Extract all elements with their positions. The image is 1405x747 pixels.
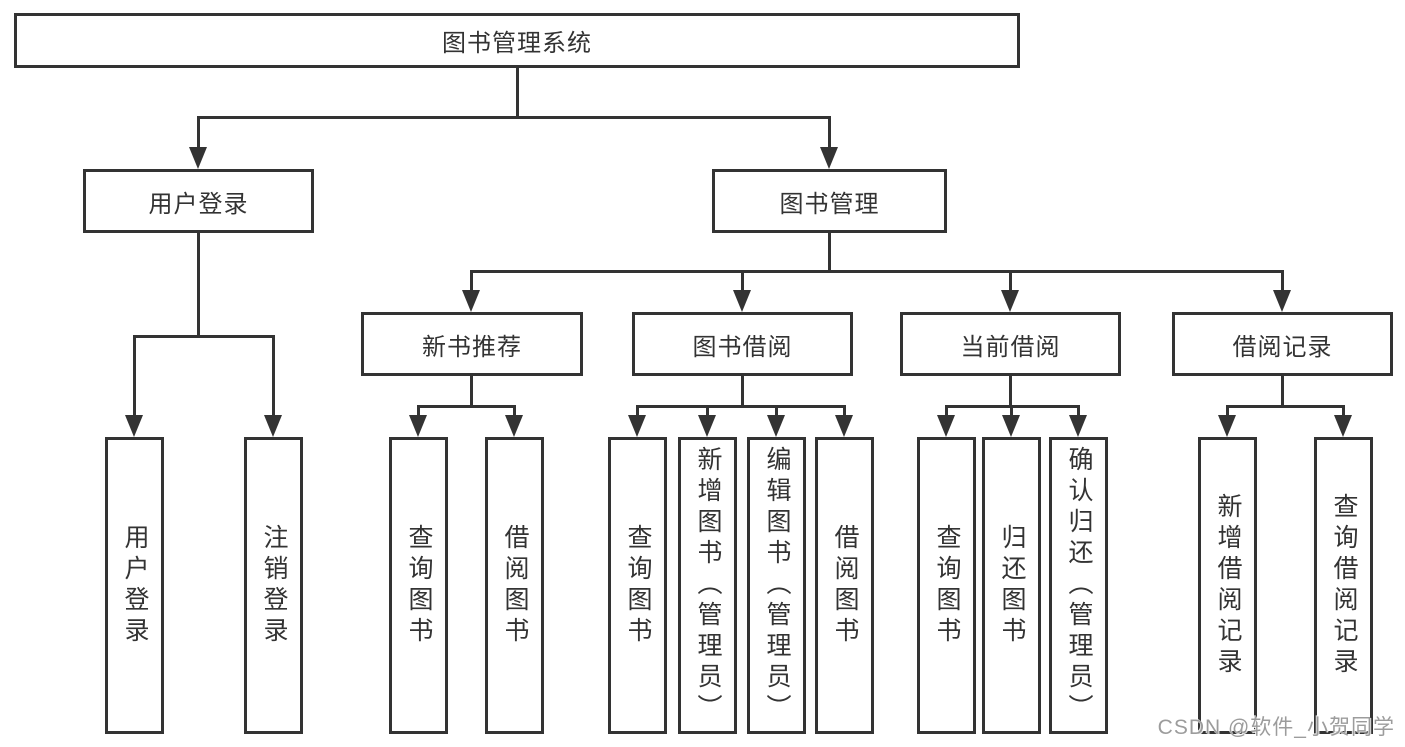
connector-line [197, 116, 831, 119]
arrow-down-icon [628, 415, 646, 437]
leaf-label: 归还图书 [998, 523, 1026, 648]
connector-line [417, 405, 516, 408]
node-current-borrow: 当前借阅 [900, 312, 1121, 376]
node-label: 用户登录 [148, 190, 249, 218]
arrow-down-icon [698, 415, 716, 437]
connector-line [741, 376, 744, 407]
connector-line [1281, 376, 1284, 407]
connector-line [272, 335, 275, 417]
connector-line [775, 405, 778, 417]
arrow-down-icon [835, 415, 853, 437]
leaf-label: 借阅图书 [831, 523, 859, 648]
arrow-down-icon [189, 147, 207, 169]
connector-line [470, 376, 473, 407]
connector-line [636, 405, 639, 417]
arrow-down-icon [1273, 290, 1291, 312]
leaf-label: 查询图书 [624, 523, 652, 648]
leaf-user-login: 用户登录 [105, 437, 164, 734]
node-borrow-records: 借阅记录 [1172, 312, 1393, 376]
arrow-down-icon [1334, 415, 1352, 437]
connector-line [197, 233, 200, 337]
connector-line [843, 405, 846, 417]
connector-line [1009, 376, 1012, 407]
leaf-return-books: 归还图书 [982, 437, 1041, 734]
leaf-label: 用户登录 [121, 523, 149, 648]
connector-line [828, 233, 831, 273]
node-label: 图书管理 [779, 190, 880, 218]
connector-line [417, 405, 420, 417]
leaf-label: 查询图书 [933, 523, 961, 648]
node-label: 图书借阅 [692, 333, 793, 361]
connector-line [828, 116, 831, 150]
leaf-add-borrow-record: 新增借阅记录 [1198, 437, 1257, 734]
connector-line [1009, 270, 1012, 292]
arrow-down-icon [264, 415, 282, 437]
connector-line [1226, 405, 1345, 408]
connector-line [133, 335, 136, 417]
leaf-label: 编辑图书（管理员） [763, 446, 791, 725]
watermark-text: CSDN @软件_小贺同学 [1157, 716, 1395, 739]
arrow-down-icon [409, 415, 427, 437]
connector-line [945, 405, 948, 417]
leaf-recommend-borrow-books: 借阅图书 [485, 437, 544, 734]
leaf-borrow-query-books: 查询图书 [608, 437, 667, 734]
leaf-query-borrow-record: 查询借阅记录 [1314, 437, 1373, 734]
arrow-down-icon [125, 415, 143, 437]
node-label: 图书管理系统 [442, 30, 592, 57]
connector-line [516, 68, 519, 118]
connector-line [197, 116, 200, 150]
connector-line [1010, 405, 1013, 417]
leaf-confirm-return-admin: 确认归还（管理员） [1049, 437, 1108, 734]
node-new-book-recommend: 新书推荐 [361, 312, 583, 376]
arrow-down-icon [1218, 415, 1236, 437]
leaf-recommend-query-books: 查询图书 [389, 437, 448, 734]
node-label: 新书推荐 [422, 333, 522, 361]
leaf-label: 注销登录 [260, 523, 288, 648]
connector-line [470, 270, 473, 292]
leaf-current-query-books: 查询图书 [917, 437, 976, 734]
node-label: 当前借阅 [960, 333, 1061, 361]
node-root: 图书管理系统 [14, 13, 1020, 68]
leaf-label: 确认归还（管理员） [1065, 446, 1093, 725]
node-user-login: 用户登录 [83, 169, 314, 233]
connector-line [741, 270, 744, 292]
arrow-down-icon [1069, 415, 1087, 437]
connector-line [1226, 405, 1229, 417]
node-book-management: 图书管理 [712, 169, 947, 233]
connector-line [1342, 405, 1345, 417]
leaf-add-book-admin: 新增图书（管理员） [678, 437, 737, 734]
node-label: 借阅记录 [1232, 333, 1333, 361]
leaf-label: 新增借阅记录 [1214, 492, 1242, 679]
leaf-borrow-books: 借阅图书 [815, 437, 874, 734]
connector-line [1281, 270, 1284, 292]
leaf-label: 查询图书 [405, 523, 433, 648]
leaf-label: 借阅图书 [501, 523, 529, 648]
connector-line [1077, 405, 1080, 417]
connector-line [470, 270, 1284, 273]
arrow-down-icon [1001, 290, 1019, 312]
connector-line [636, 405, 846, 408]
connector-line [706, 405, 709, 417]
arrow-down-icon [505, 415, 523, 437]
arrow-down-icon [733, 290, 751, 312]
arrow-down-icon [937, 415, 955, 437]
connector-line [133, 335, 275, 338]
arrow-down-icon [1002, 415, 1020, 437]
connector-line [513, 405, 516, 417]
arrow-down-icon [820, 147, 838, 169]
leaf-label: 查询借阅记录 [1330, 492, 1358, 679]
arrow-down-icon [462, 290, 480, 312]
leaf-logout: 注销登录 [244, 437, 303, 734]
leaf-label: 新增图书（管理员） [694, 446, 722, 725]
node-book-borrow: 图书借阅 [632, 312, 853, 376]
arrow-down-icon [767, 415, 785, 437]
leaf-edit-book-admin: 编辑图书（管理员） [747, 437, 806, 734]
